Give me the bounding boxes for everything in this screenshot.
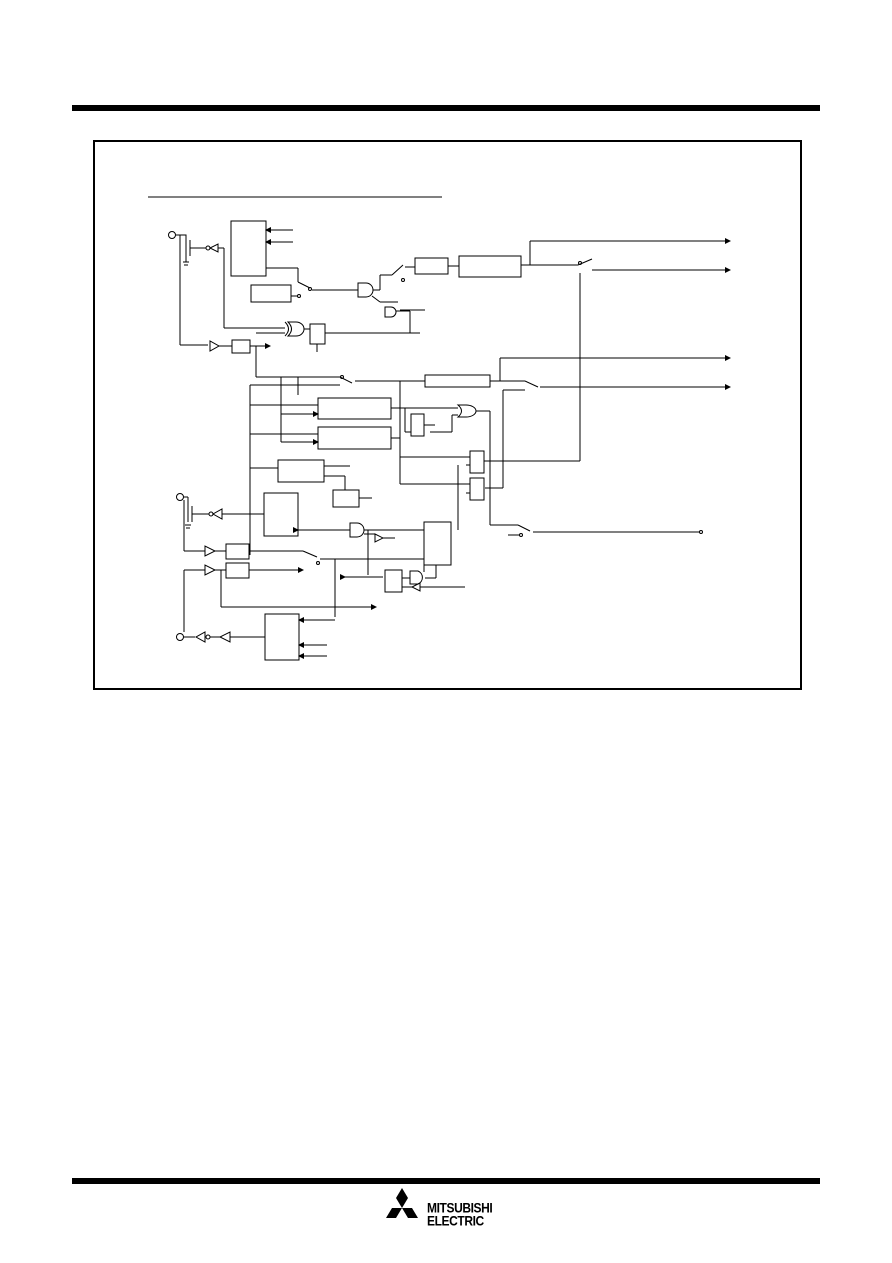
buffer-latch-block <box>231 339 251 354</box>
pin-terminal <box>168 231 176 239</box>
and-gate-icon <box>349 522 365 538</box>
register-block <box>250 284 292 303</box>
inverter-icon <box>208 243 219 253</box>
and-gate-icon <box>357 282 374 298</box>
serial-block <box>263 492 299 537</box>
and-gate-icon <box>409 570 423 585</box>
flip-flop-block <box>309 323 326 345</box>
pin-terminal <box>176 493 184 501</box>
divider-block <box>414 257 449 275</box>
header-rule <box>72 105 820 111</box>
output-control-block <box>264 613 300 661</box>
brand-logo: MITSUBISHI ELECTRIC <box>382 1188 522 1230</box>
figure-frame <box>93 140 802 690</box>
transistor-icon <box>191 506 200 522</box>
inverter-icon <box>211 508 223 520</box>
counter-block <box>458 255 522 278</box>
brand-name-line2: ELECTRIC <box>427 1212 484 1229</box>
ground-icon <box>183 261 189 266</box>
select-block <box>332 489 360 508</box>
control-block <box>410 413 425 437</box>
prescaler-block <box>317 397 392 420</box>
timer-block <box>424 374 491 388</box>
pin-terminal <box>176 633 184 641</box>
mode-block <box>277 459 325 483</box>
clock-control-block <box>423 521 452 566</box>
footer-rule <box>72 1178 820 1184</box>
buffer-icon <box>209 340 221 352</box>
buffer-icon <box>204 564 217 576</box>
transistor-icon <box>189 240 198 256</box>
three-diamond-logo-icon <box>386 1188 418 1218</box>
edge-detect-block <box>384 569 403 593</box>
mux-block-2 <box>469 477 485 501</box>
xor-gate-icon <box>284 321 305 337</box>
or-gate-icon <box>456 404 477 418</box>
input-latch-block <box>225 543 250 560</box>
mux-block-1 <box>469 450 485 474</box>
latch-block <box>230 220 267 277</box>
ground-icon <box>185 524 191 529</box>
inverter-icon <box>194 631 206 643</box>
brand-name-line1: MITSUBISHI <box>427 1199 493 1216</box>
reload-block <box>317 426 392 450</box>
buffer-icon <box>204 545 217 557</box>
input-latch-block <box>225 562 250 579</box>
buffer-icon <box>218 631 231 643</box>
